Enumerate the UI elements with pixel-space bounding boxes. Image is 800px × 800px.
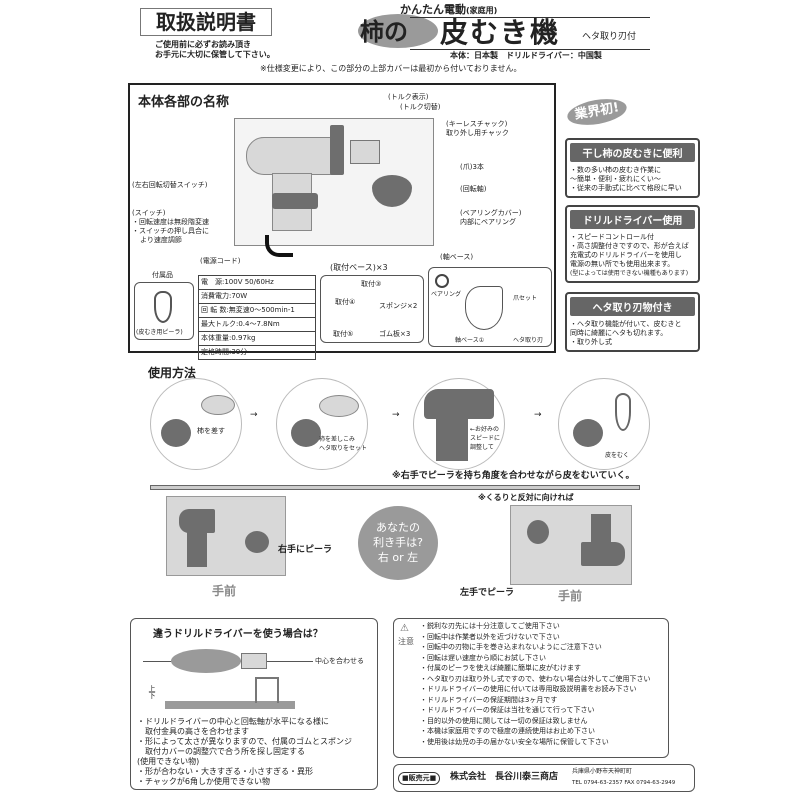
drill-body [246, 137, 336, 175]
handedness-bubble: あなたの 利き手は? 右 or 左 [358, 506, 438, 580]
usage-step: 柿を差す [150, 378, 242, 470]
bearing-icon [435, 274, 449, 288]
drill-side-view [171, 649, 241, 673]
other-driver-box: 違うドリルドライバーを使う場合は？ 中心を合わせる 上下 ・ドリルドライバーの中… [130, 618, 378, 790]
usage-step: 皮をむく [558, 378, 650, 470]
shaft-base-cup [465, 286, 503, 330]
right-hand-board [166, 496, 286, 576]
read-note: ご使用前に必ずお読み頂き お手元に大切に保管して下さい。 [155, 40, 275, 59]
industry-first-badge: 業界初! [565, 94, 629, 130]
spec-change-note: ※仕様変更により、この部分の上部カバーは最初から付いておりません。 [260, 64, 522, 73]
mount-base-box: 取付③ 取付④ スポンジ×2 取付⑤ ゴム板×3 [320, 275, 424, 343]
usage-note: ※右手でピーラを持ち角度を合わせながら皮をむいていく。 [392, 471, 635, 481]
seller-box: ■販売元■ 株式会社 長谷川泰三商店 兵庫県小野市天神町町 TEL 0794-6… [393, 764, 695, 792]
drill-clamp [272, 193, 318, 209]
shaft-base-box: ベアリング 爪セット 軸ベース① ヘタ取り刃 [428, 267, 552, 347]
accessory-peeler-box: (皮むき用ピーラ) [134, 282, 194, 340]
caution-box: ⚠ 注意 ・鋭利な刃先には十分注意してご使用下さい ・回転中は作業者以外を近づけ… [393, 618, 669, 758]
product-name-b: 皮むき機 [440, 16, 561, 49]
peeler-icon [154, 291, 172, 323]
feature-card: 干し柿の皮むきに便利 ・数の多い柿の皮むき作業に ～簡単・便利・疲れにくい～ ・… [565, 138, 700, 198]
origin-text: 本体：日本製 ドリルドライバー：中国製 [450, 51, 602, 60]
caution-list: ・鋭利な刃先には十分注意してご使用下さい ・回転中は作業者以外を近づけないで下さ… [420, 622, 651, 746]
feature-card: ヘタ取り刃物付き ・ヘタ取り機能が付いて、皮むきと 同時に綺麗にヘタも切れます。… [565, 292, 700, 352]
usage-title: 使用方法 [148, 366, 197, 380]
divider [150, 485, 640, 490]
parts-title: 本体各部の名称 [138, 95, 230, 110]
product-logo: かんたん電動(家庭用) 柿の 皮むき機 ヘタ取り刃付 本体：日本製 ドリルドライ… [350, 2, 700, 62]
spec-table: 電 源:100V 50/60Hz 消費電力:70W 回 転 数:無変速0～500… [198, 275, 316, 360]
chuck [350, 140, 380, 164]
parts-section: 本体各部の名称 (トルク表示) (トルク切替) (キーレスチャック)取り外し用チ… [128, 83, 556, 360]
persimmon-cup [372, 175, 412, 207]
product-name-a: 柿の [360, 18, 408, 46]
warning-icon: ⚠ [400, 623, 409, 634]
usage-step: 柿を差しこみ ヘタ取りをセット [276, 378, 368, 470]
logo-bubble [358, 14, 438, 48]
left-hand-board [510, 505, 632, 585]
doc-title-box: 取扱説明書 [140, 8, 272, 36]
usage-step: ←お好みの スピードに 調整して [413, 378, 505, 470]
doc-title: 取扱説明書 [156, 10, 256, 34]
feature-card: ドリルドライバー使用 ・スピードコントロール付 ・高さ調整付きですので、形が合え… [565, 205, 700, 283]
